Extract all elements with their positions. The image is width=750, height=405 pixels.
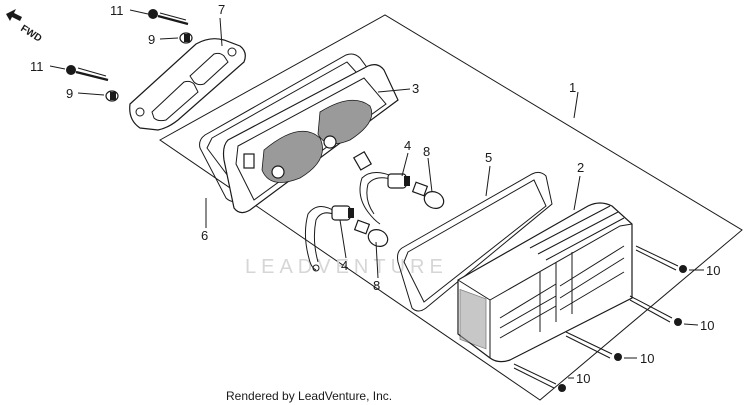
callout-4-upper: 4	[404, 138, 411, 153]
washer-upper	[159, 32, 193, 44]
bulb-lower	[353, 219, 389, 247]
assembly-outline	[159, 14, 743, 401]
callout-9-upper: 9	[148, 32, 155, 47]
lens-gasket	[397, 171, 553, 312]
light-base-housing	[222, 64, 399, 214]
screw-3	[565, 331, 637, 361]
fwd-direction-marker: FWD	[6, 9, 44, 45]
screw-2	[629, 295, 699, 326]
callout-5: 5	[485, 150, 492, 165]
bolt-upper	[129, 9, 189, 26]
socket-upper	[359, 172, 410, 225]
render-credit: Rendered by LeadVenture, Inc.	[226, 389, 392, 403]
fwd-label: FWD	[18, 23, 43, 44]
socket-lower	[304, 205, 354, 272]
callout-4-lower: 4	[341, 258, 348, 273]
callout-10-d: 10	[576, 371, 590, 386]
callout-10-a: 10	[706, 263, 720, 278]
callout-10-c: 10	[640, 351, 654, 366]
callout-2: 2	[577, 160, 584, 175]
callout-3: 3	[412, 81, 419, 96]
watermark: LEADVENTURE	[245, 256, 448, 278]
tail-light-lens	[457, 202, 633, 363]
callout-9-lower: 9	[66, 86, 73, 101]
callout-6: 6	[201, 228, 208, 243]
washer-lower	[77, 90, 119, 102]
screw-4	[513, 363, 574, 392]
callout-8-lower: 8	[373, 278, 380, 293]
bulb-upper	[411, 181, 445, 209]
callout-11-upper: 11	[110, 3, 124, 18]
callout-1: 1	[569, 80, 576, 95]
bolt-lower	[49, 65, 109, 82]
callout-7: 7	[218, 2, 225, 17]
callout-8-upper: 8	[423, 144, 430, 159]
callout-10-b: 10	[700, 318, 714, 333]
screw-1	[635, 245, 704, 273]
mounting-bracket	[129, 38, 246, 131]
leader-lines	[205, 17, 581, 279]
callout-11-lower: 11	[30, 59, 44, 74]
